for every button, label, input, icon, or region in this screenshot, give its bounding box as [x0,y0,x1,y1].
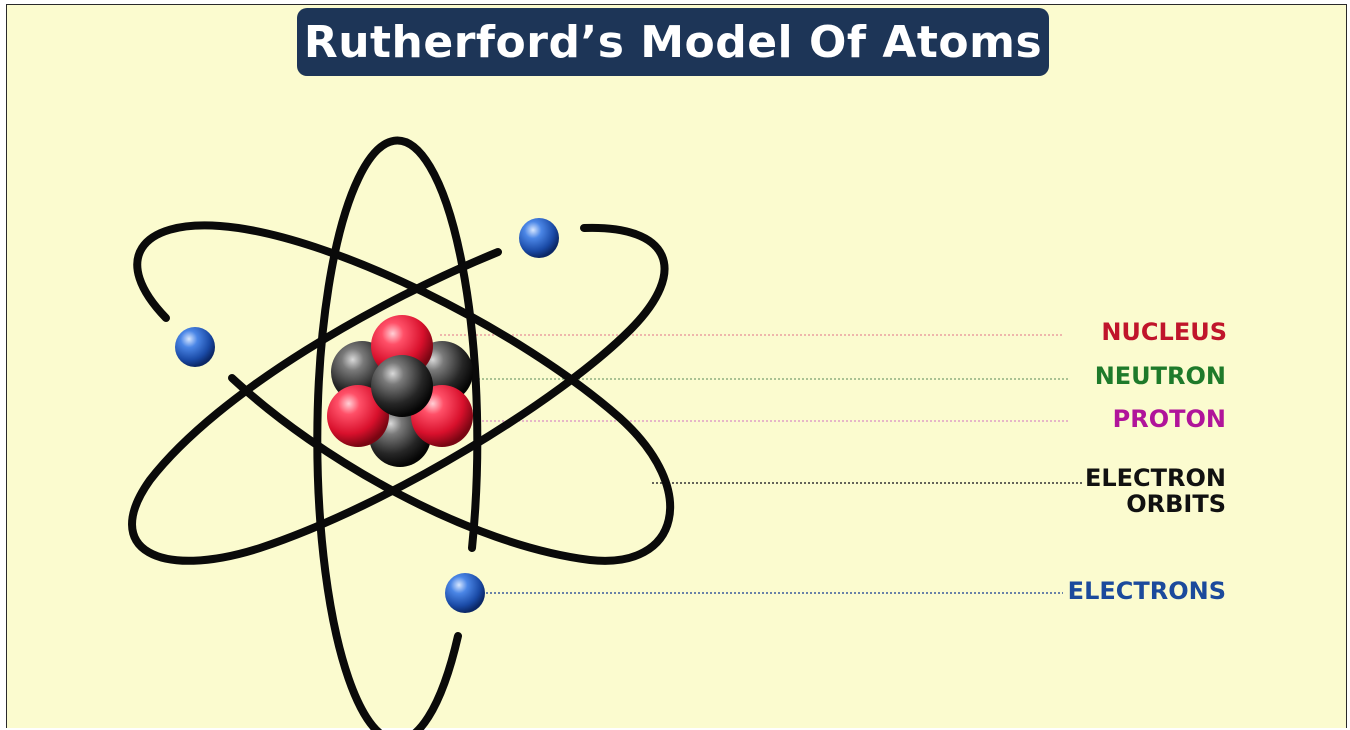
neutron-label: NEUTRON [1094,362,1226,390]
proton-sphere [327,385,389,447]
proton-label: PROTON [1112,405,1226,433]
electrons-label: ELECTRONS [1067,577,1226,605]
electron-orbits-label: ELECTRON ORBITS [1085,465,1226,517]
electron-orbits-label-line2: ORBITS [1126,490,1226,518]
nucleus-label: NUCLEUS [1101,318,1227,346]
diagonal-orbit-b [128,223,669,565]
neutron-sphere [371,355,433,417]
diagram-frame [6,4,1347,728]
electron-sphere [519,218,559,258]
diagonal-orbit-a [133,221,675,565]
vertical-orbit [313,136,482,730]
electron-sphere [445,573,485,613]
page-title: Rutherford’s Model Of Atoms [303,16,1043,68]
title-banner: Rutherford’s Model Of Atoms [297,8,1049,76]
electron-sphere [175,327,215,367]
electron-orbits-label-line1: ELECTRON [1084,464,1226,492]
nucleus-cluster [327,315,473,467]
